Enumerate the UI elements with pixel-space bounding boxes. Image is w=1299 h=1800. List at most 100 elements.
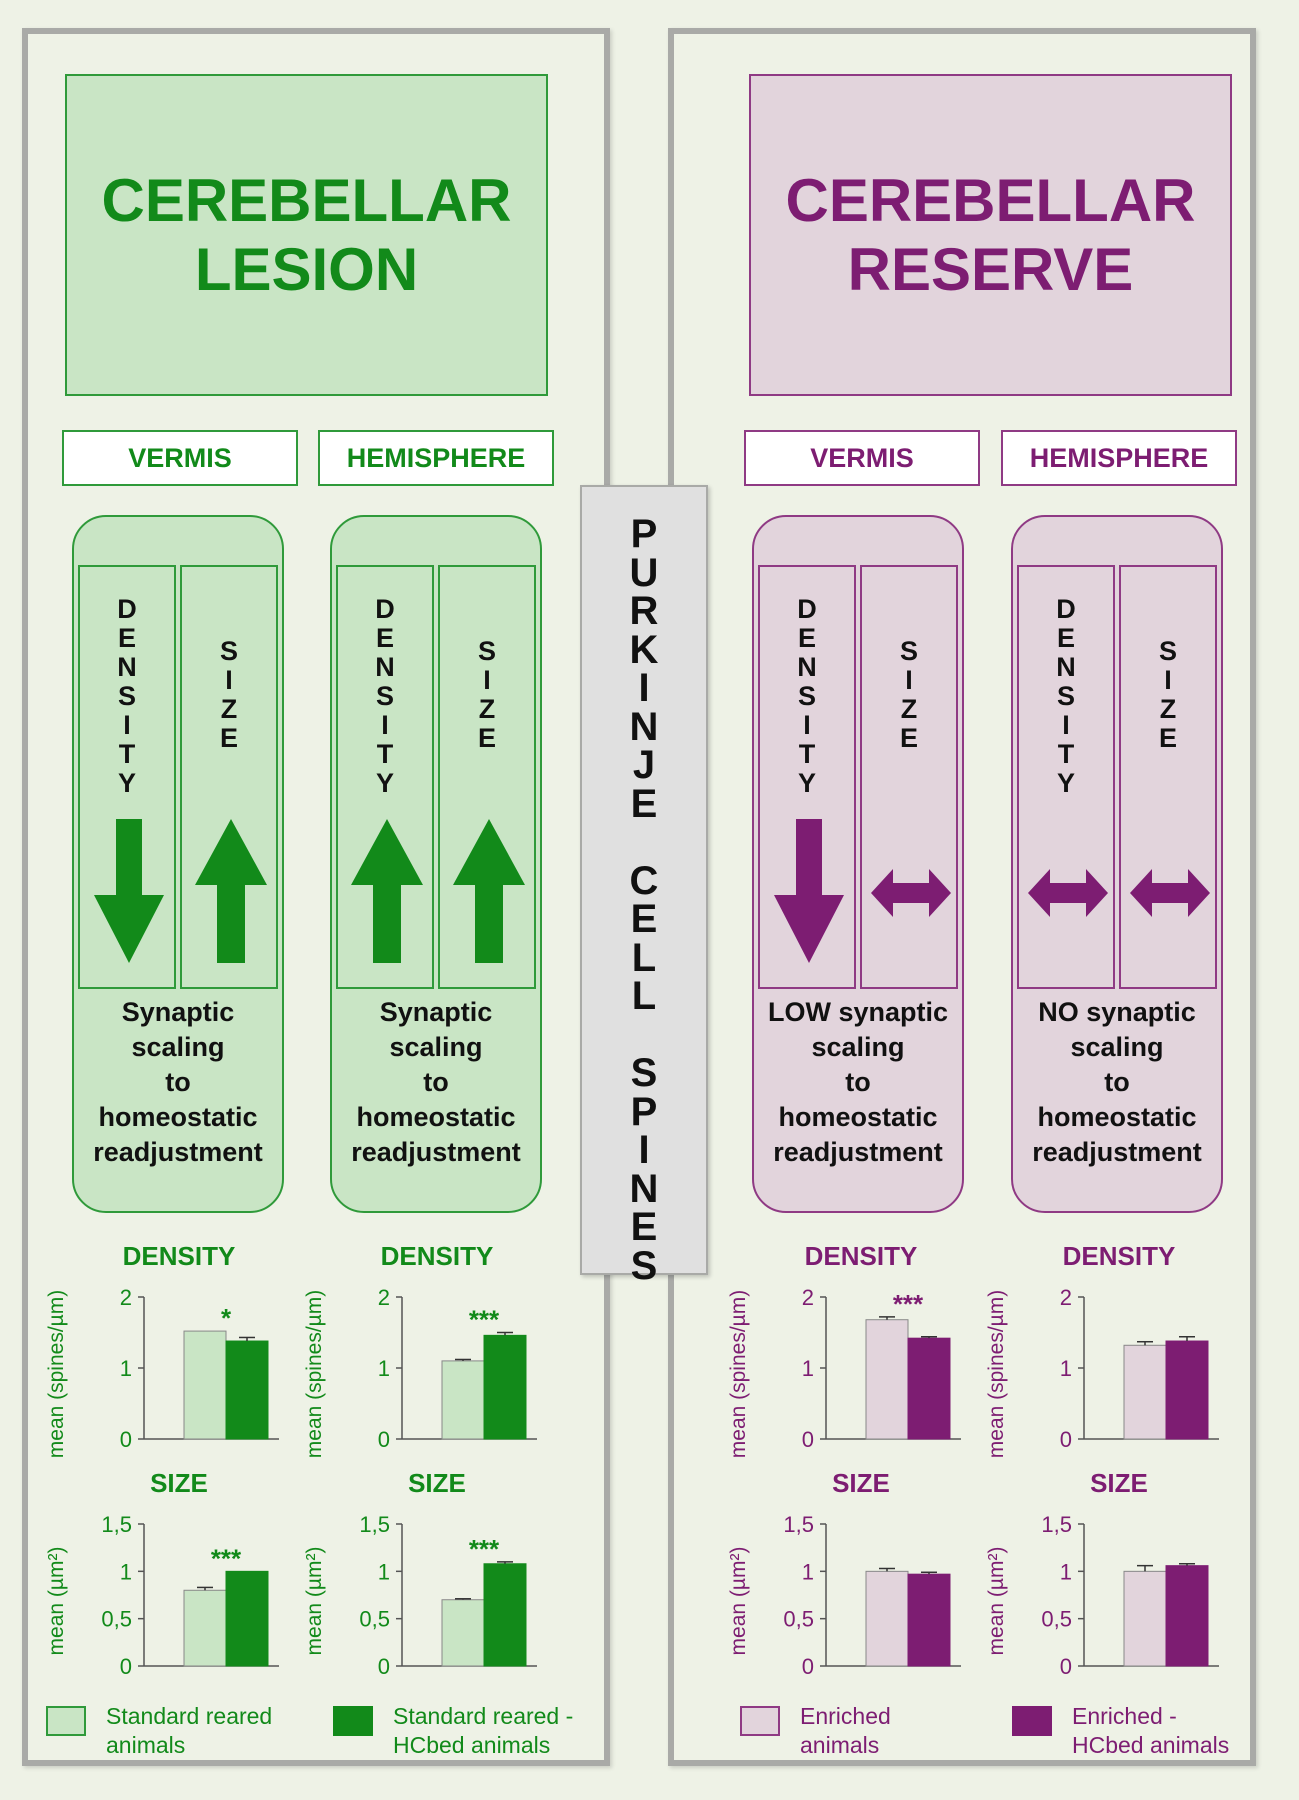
down-arrow-icon — [94, 819, 164, 963]
left-right-arrow-icon — [871, 869, 951, 917]
treated-bar — [1165, 1565, 1209, 1667]
control-bar — [865, 1319, 909, 1440]
treated-bar — [907, 1337, 951, 1440]
caption-line: NO synaptic — [1038, 997, 1196, 1027]
center-label-letter: I — [638, 1128, 650, 1172]
legend-label-line2: HCbed animals — [393, 1732, 551, 1758]
y-tick-label: 1,5 — [101, 1512, 132, 1537]
vertical-letter: E — [899, 723, 918, 753]
caption-line: homeostatic — [356, 1102, 516, 1132]
caption-line: readjustment — [1032, 1137, 1202, 1167]
vertical-letter: D — [375, 594, 395, 624]
vertical-letter: Z — [1159, 694, 1177, 724]
y-tick-label: 1 — [378, 1356, 390, 1381]
y-tick-label: 1 — [120, 1356, 132, 1381]
legend-label-line1: Enriched - — [1072, 1703, 1177, 1729]
treated-bar — [907, 1573, 951, 1667]
caption-line: to — [165, 1067, 191, 1097]
vertical-letter: T — [798, 739, 816, 769]
legend-label-line2: animals — [106, 1732, 186, 1758]
caption-line: scaling — [389, 1032, 483, 1062]
center-label-letter: N — [629, 1166, 659, 1211]
vertical-letter: E — [477, 723, 496, 753]
y-tick-label: 2 — [378, 1285, 390, 1310]
lesion-title-line2: LESION — [194, 236, 419, 303]
y-axis-label: mean (spines/µm) — [985, 1290, 1008, 1458]
vertical-letter: S — [375, 681, 394, 711]
treated-bar — [1165, 1340, 1209, 1440]
treated-bar — [483, 1563, 527, 1667]
vertical-letter: T — [118, 739, 136, 769]
reserve-title-line1: CEREBELLAR — [785, 167, 1196, 234]
center-label-letter: E — [630, 781, 658, 826]
control-bar — [441, 1599, 485, 1667]
vertical-letter: D — [797, 594, 817, 624]
vertical-letter: E — [375, 623, 394, 653]
chart-title: SIZE — [150, 1468, 208, 1498]
center-label-letter: S — [630, 1051, 658, 1095]
center-label-gap — [582, 823, 706, 862]
caption-line: scaling — [1070, 1032, 1164, 1062]
center-label-letter: I — [638, 666, 650, 710]
vertical-letter: I — [483, 665, 491, 695]
center-label-letter: J — [632, 743, 656, 787]
caption-line: to — [423, 1067, 449, 1097]
legend-label-line2: animals — [800, 1732, 880, 1758]
vertical-letter: Y — [117, 768, 136, 798]
control-bar — [865, 1570, 909, 1667]
caption-line: homeostatic — [778, 1102, 938, 1132]
y-tick-label: 1 — [802, 1356, 814, 1381]
caption-line: Synaptic — [121, 997, 235, 1027]
vertical-letter: E — [1056, 623, 1075, 653]
caption-line: to — [845, 1067, 871, 1097]
y-tick-label: 0 — [1060, 1654, 1072, 1679]
significance-marker: *** — [211, 1543, 242, 1573]
center-label-letter: P — [630, 1089, 658, 1134]
treated-bar — [483, 1334, 527, 1440]
y-axis-label: mean (spines/µm) — [727, 1290, 750, 1458]
legend-label-line2: HCbed animals — [1072, 1732, 1230, 1758]
vertical-letter: E — [1158, 723, 1177, 753]
y-tick-label: 0 — [120, 1654, 132, 1679]
left-right-arrow-icon — [1028, 869, 1108, 917]
center-label-letter: P — [630, 512, 658, 556]
vertical-letter: E — [219, 723, 238, 753]
caption-line: homeostatic — [1037, 1102, 1197, 1132]
y-tick-label: 1 — [120, 1559, 132, 1584]
y-axis-label: mean (µm²) — [45, 1547, 68, 1656]
legend-label-line1: Enriched — [800, 1703, 891, 1729]
y-axis-label: mean (spines/µm) — [45, 1290, 68, 1458]
chart-title: DENSITY — [123, 1241, 236, 1271]
lesion-vermis-label: VERMIS — [62, 430, 298, 486]
lesion-hemisphere-label: HEMISPHERE — [318, 430, 554, 486]
chart-title: SIZE — [1090, 1468, 1148, 1498]
reserve-hemisphere-label: HEMISPHERE — [1001, 430, 1237, 486]
vertical-letter: I — [905, 665, 913, 695]
left-right-arrow-icon — [1130, 869, 1210, 917]
vertical-letter: S — [477, 636, 496, 666]
chart-title: DENSITY — [1063, 1241, 1176, 1271]
vertical-letter: S — [1056, 681, 1075, 711]
center-label-letter: S — [630, 1243, 658, 1288]
vertical-letter: T — [1057, 739, 1075, 769]
significance-marker: * — [221, 1303, 232, 1333]
y-axis-label: mean (µm²) — [303, 1547, 326, 1656]
center-label-letter: R — [629, 589, 659, 633]
y-tick-label: 1,5 — [1041, 1512, 1072, 1537]
caption-line: scaling — [131, 1032, 225, 1062]
control-bar — [1123, 1570, 1167, 1667]
